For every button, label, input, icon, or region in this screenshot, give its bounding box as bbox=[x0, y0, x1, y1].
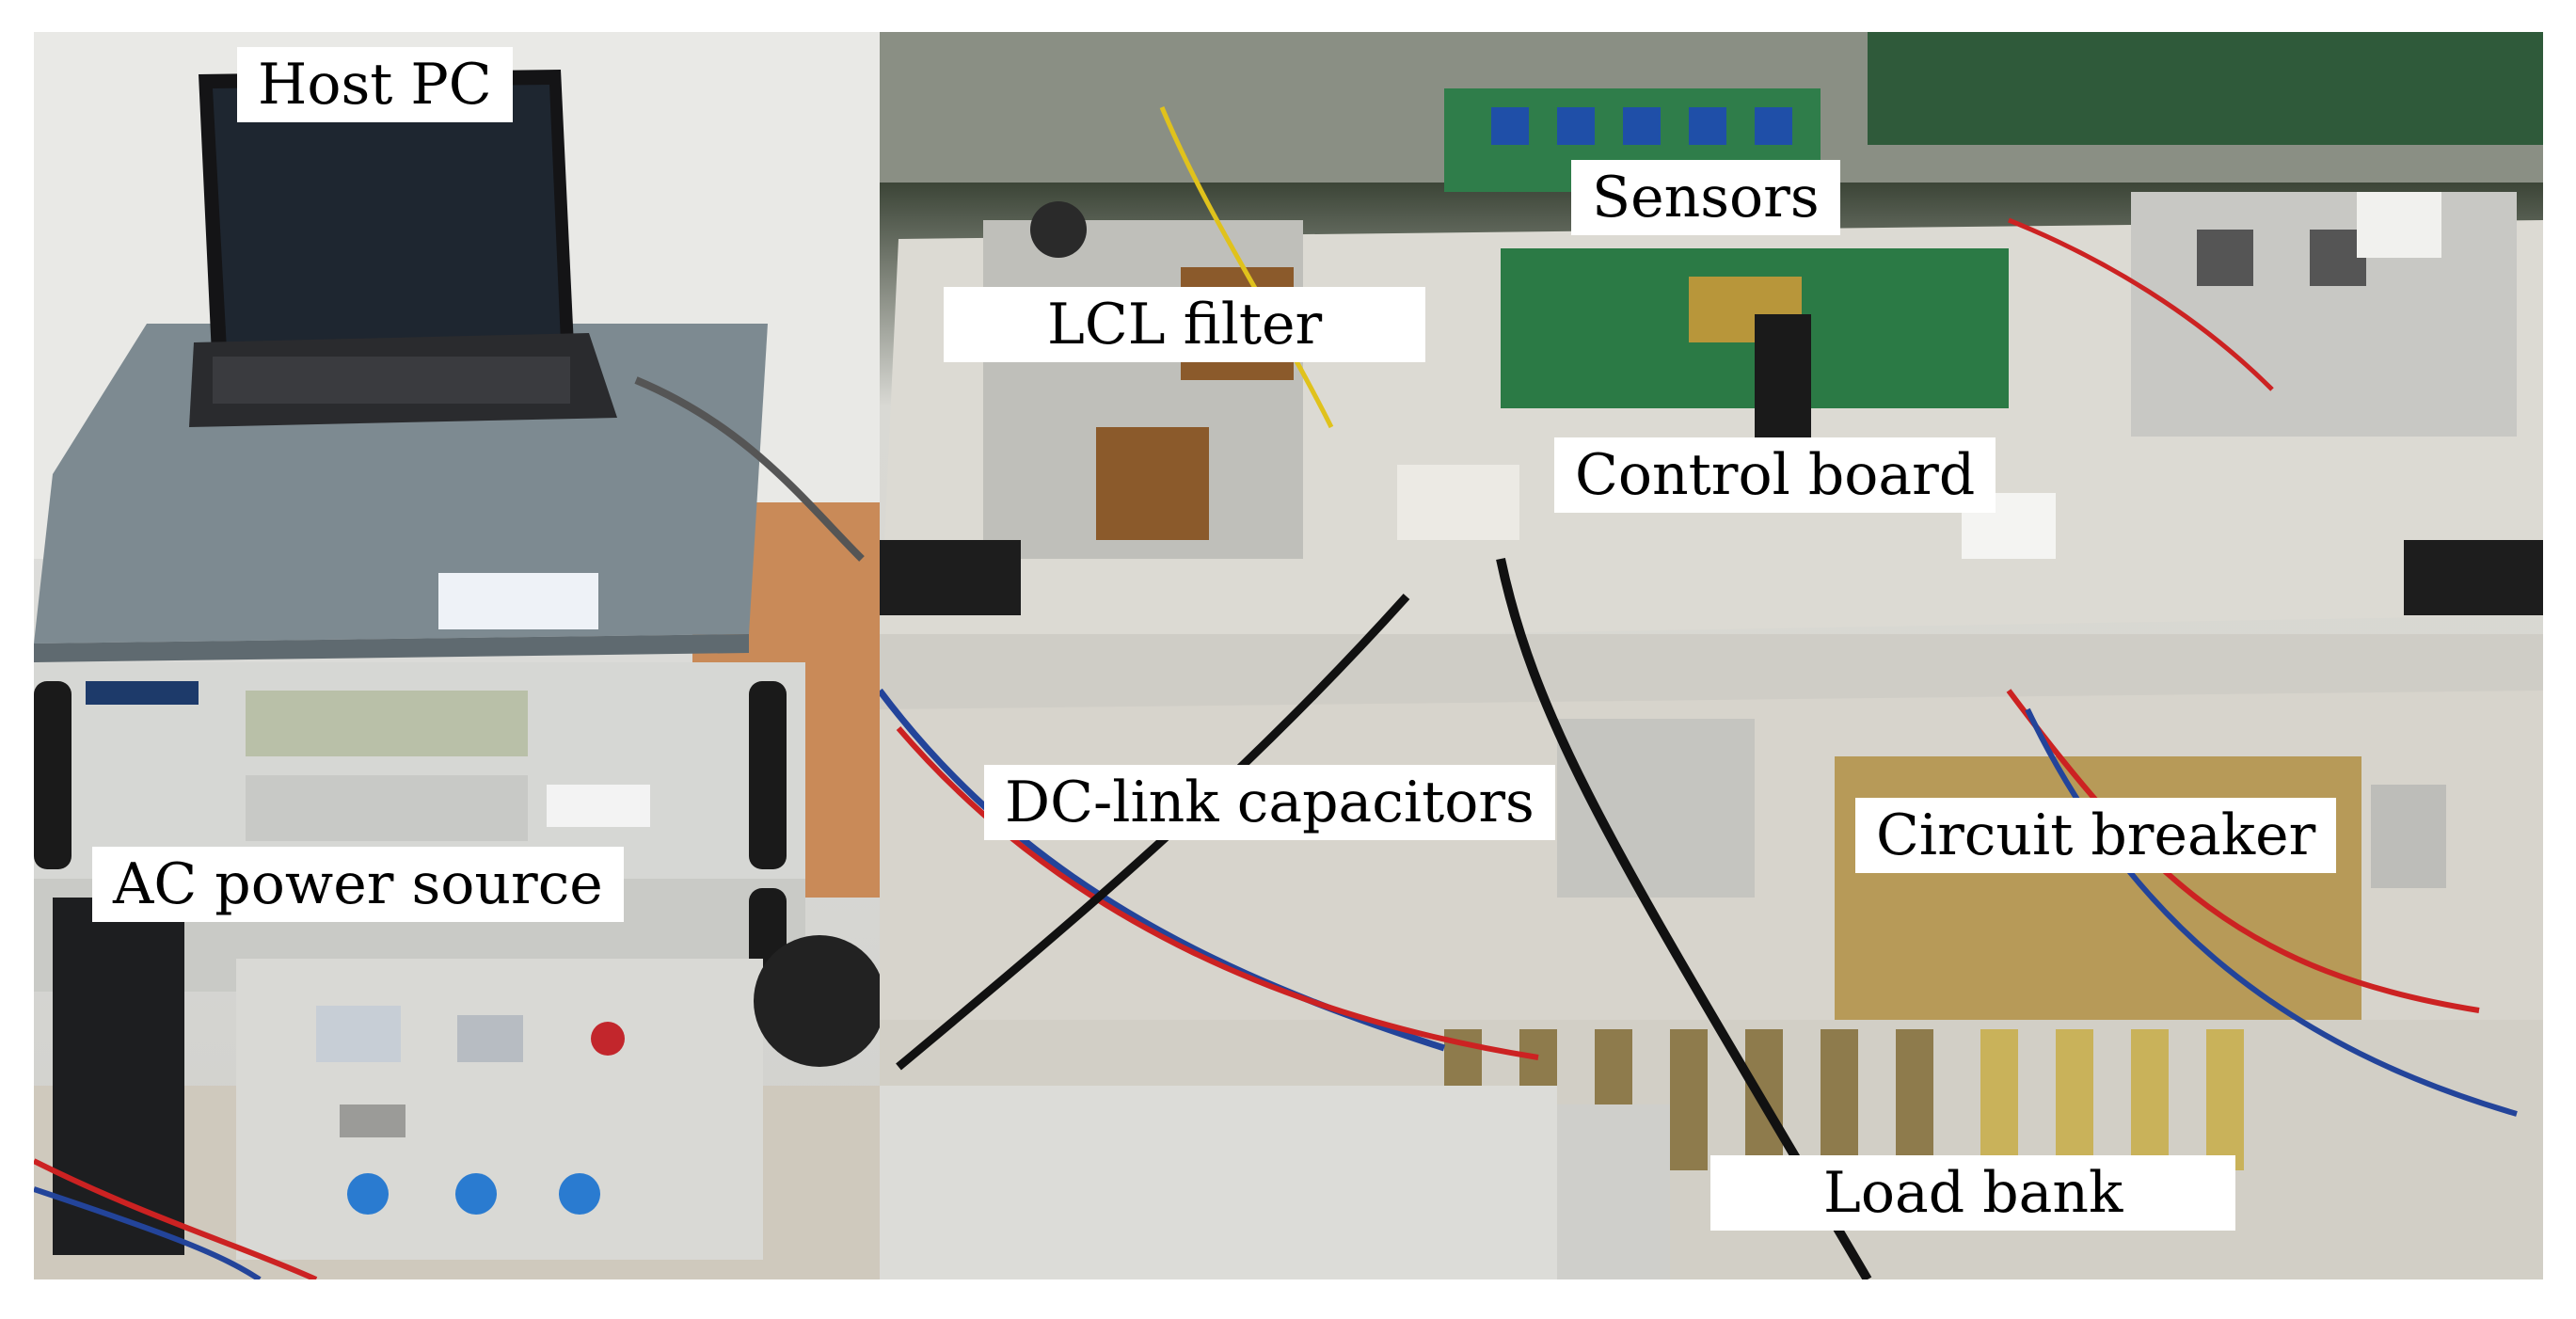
right-photo-illustration bbox=[880, 32, 2543, 1279]
left-photo-illustration bbox=[34, 32, 881, 1279]
label-load-bank: Load bank bbox=[1710, 1155, 2236, 1231]
left-photo-panel bbox=[34, 32, 881, 1279]
label-control-board: Control board bbox=[1554, 437, 1996, 513]
label-ac-power-source: AC power source bbox=[92, 847, 624, 922]
label-host-pc: Host PC bbox=[237, 47, 513, 122]
label-dc-link-capacitors: DC-link capacitors bbox=[984, 765, 1555, 840]
label-lcl-filter: LCL filter bbox=[944, 287, 1426, 362]
label-sensors: Sensors bbox=[1571, 160, 1840, 235]
label-circuit-breaker: Circuit breaker bbox=[1855, 798, 2337, 873]
right-photo-panel bbox=[880, 32, 2543, 1279]
